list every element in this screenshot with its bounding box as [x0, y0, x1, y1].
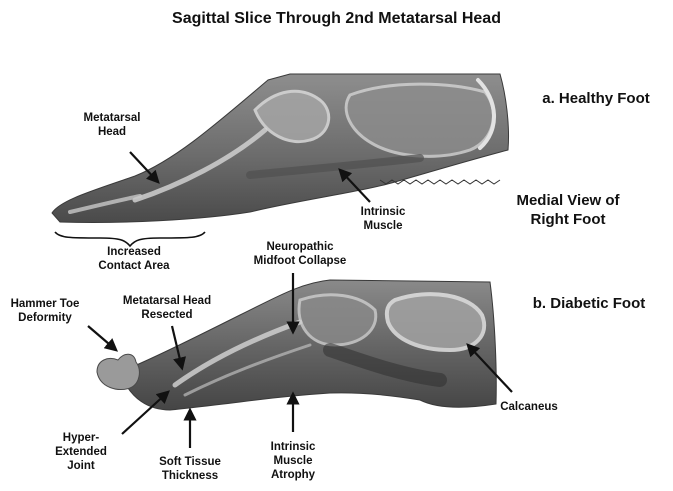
diabetic-hammer-toe [97, 354, 139, 389]
medial-view-note: Medial View of Right Foot [488, 191, 648, 229]
diabetic-midfoot-bones [299, 295, 376, 345]
label-atrophy-line-2: Muscle [258, 454, 328, 468]
label-neuropathic-midfoot-collapse: Neuropathic Midfoot Collapse [240, 240, 360, 268]
label-neuropathic-line-2: Midfoot Collapse [240, 254, 360, 268]
label-calcaneus: Calcaneus [484, 400, 574, 414]
medial-view-line-1: Medial View of [488, 191, 648, 210]
label-intrinsic-muscle-line-2: Muscle [348, 219, 418, 233]
label-hammer-toe-line-2: Deformity [3, 311, 87, 325]
label-metatarsal-head-line-1: Metatarsal [72, 111, 152, 125]
label-intrinsic-muscle: Intrinsic Muscle [348, 205, 418, 233]
label-contact-area-line-2: Contact Area [84, 259, 184, 273]
label-metatarsal-head-line-2: Head [72, 125, 152, 139]
label-soft-tissue-thickness: Soft Tissue Thickness [140, 455, 240, 483]
label-neuropathic-line-1: Neuropathic [240, 240, 360, 254]
label-hyper-line-2: Extended [46, 445, 116, 459]
label-hammer-toe-deformity: Hammer Toe Deformity [3, 297, 87, 325]
healthy-foot-caption: a. Healthy Foot [526, 89, 666, 108]
label-resected-line-2: Resected [112, 308, 222, 322]
contact-area-brace [55, 232, 205, 246]
label-atrophy-line-3: Atrophy [258, 468, 328, 482]
label-contact-area-line-1: Increased [84, 245, 184, 259]
diabetic-foot-caption: b. Diabetic Foot [514, 294, 664, 313]
arrow-hammer-toe [88, 326, 116, 350]
label-soft-tissue-line-1: Soft Tissue [140, 455, 240, 469]
healthy-foot-slice [52, 74, 509, 223]
label-metatarsal-head: Metatarsal Head [72, 111, 152, 139]
label-atrophy-line-1: Intrinsic [258, 440, 328, 454]
label-increased-contact-area: Increased Contact Area [84, 245, 184, 273]
label-intrinsic-muscle-atrophy: Intrinsic Muscle Atrophy [258, 440, 328, 482]
label-hyper-line-1: Hyper- [46, 431, 116, 445]
label-hyper-line-3: Joint [46, 459, 116, 473]
label-hammer-toe-line-1: Hammer Toe [3, 297, 87, 311]
label-hyper-extended-joint: Hyper- Extended Joint [46, 431, 116, 473]
label-intrinsic-muscle-line-1: Intrinsic [348, 205, 418, 219]
medial-view-line-2: Right Foot [488, 210, 648, 229]
figure-title: Sagittal Slice Through 2nd Metatarsal He… [0, 9, 673, 28]
label-metatarsal-head-resected: Metatarsal Head Resected [112, 294, 222, 322]
label-soft-tissue-line-2: Thickness [140, 469, 240, 483]
label-resected-line-1: Metatarsal Head [112, 294, 222, 308]
